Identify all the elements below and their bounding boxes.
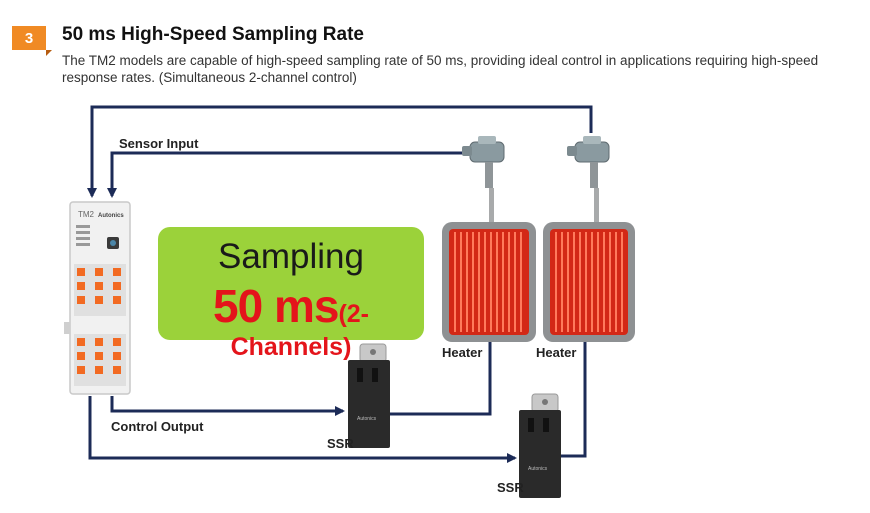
heater-1: [442, 222, 536, 342]
controller-model-label: TM2: [78, 210, 95, 219]
control-output-line-1: [110, 396, 345, 416]
control-output-label: Control Output: [111, 419, 204, 434]
heater-line-2: [560, 342, 587, 458]
controller-brand-label: Autonics: [98, 213, 124, 219]
heater-line-1: [390, 342, 492, 416]
control-output-line-2: [88, 396, 517, 463]
sampling-word: Sampling: [218, 237, 364, 276]
section-title: 50 ms High-Speed Sampling Rate: [62, 24, 364, 45]
ssr-label-1: SSR: [327, 436, 354, 451]
temperature-sensor-1: [462, 136, 505, 226]
heater-label-2: Heater: [536, 345, 576, 360]
ssr-1-brand: Autonics: [357, 416, 377, 422]
sampling-value: 50 ms: [213, 280, 339, 332]
heater-label-1: Heater: [442, 345, 482, 360]
sensor-line-1: [107, 151, 468, 198]
ssr-2-brand: Autonics: [528, 466, 548, 472]
heater-2: [543, 222, 635, 342]
sampling-note: (2-Channels): [230, 300, 369, 361]
sensor-input-label: Sensor Input: [119, 136, 199, 151]
section-description: The TM2 models are capable of high-speed…: [62, 53, 819, 85]
sampling-value-line: 50 ms(2-Channels): [158, 279, 424, 362]
temperature-sensor-2: [567, 136, 610, 226]
ssr-2: Autonics: [519, 393, 561, 498]
sampling-rate-box: Sampling 50 ms(2-Channels): [158, 227, 424, 361]
ssr-1: Autonics: [348, 343, 390, 448]
sensor-line-2: [87, 105, 593, 198]
ssr-label-2: SSR: [497, 480, 524, 495]
section-number-badge: 3: [12, 26, 52, 56]
tm2-controller: TM2 Autonics: [64, 201, 131, 395]
